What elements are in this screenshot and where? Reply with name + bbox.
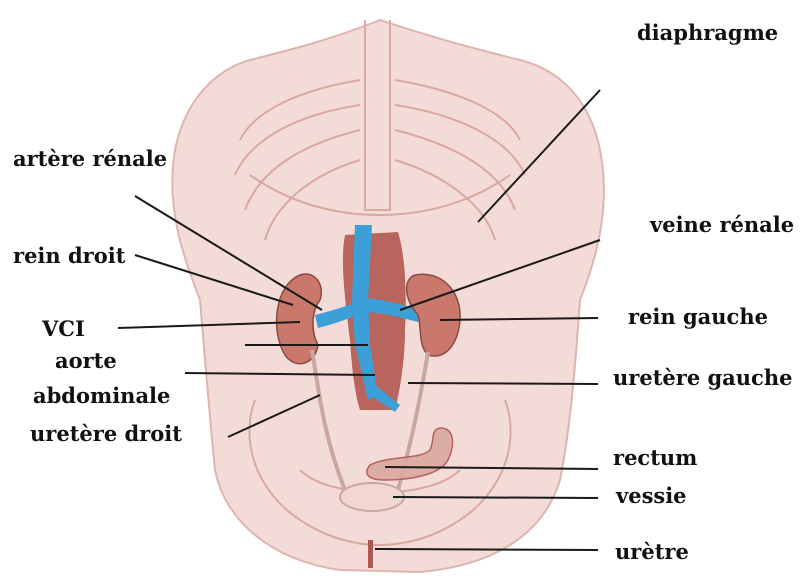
label-vessie: vessie — [616, 485, 687, 506]
label-diaphragme: diaphragme — [637, 22, 778, 43]
label-uretere-gauche: uretère gauche — [613, 367, 792, 388]
leader-vessie — [393, 497, 598, 498]
label-aorte: aorte — [55, 350, 117, 371]
label-veine-renale: veine rénale — [650, 214, 794, 235]
label-uretre: urètre — [615, 541, 689, 562]
leader-uretere-gauche — [408, 383, 598, 384]
urethra — [368, 540, 373, 568]
label-rein-gauche: rein gauche — [628, 306, 768, 327]
label-vci: VCI — [42, 318, 85, 339]
label-uretere-droit: uretère droit — [30, 423, 182, 444]
label-rectum: rectum — [613, 447, 697, 468]
label-abdominale: abdominale — [33, 385, 170, 406]
label-rein-droit: rein droit — [13, 245, 125, 266]
label-artere-renale: artère rénale — [13, 148, 167, 169]
leader-uretre — [375, 549, 598, 550]
